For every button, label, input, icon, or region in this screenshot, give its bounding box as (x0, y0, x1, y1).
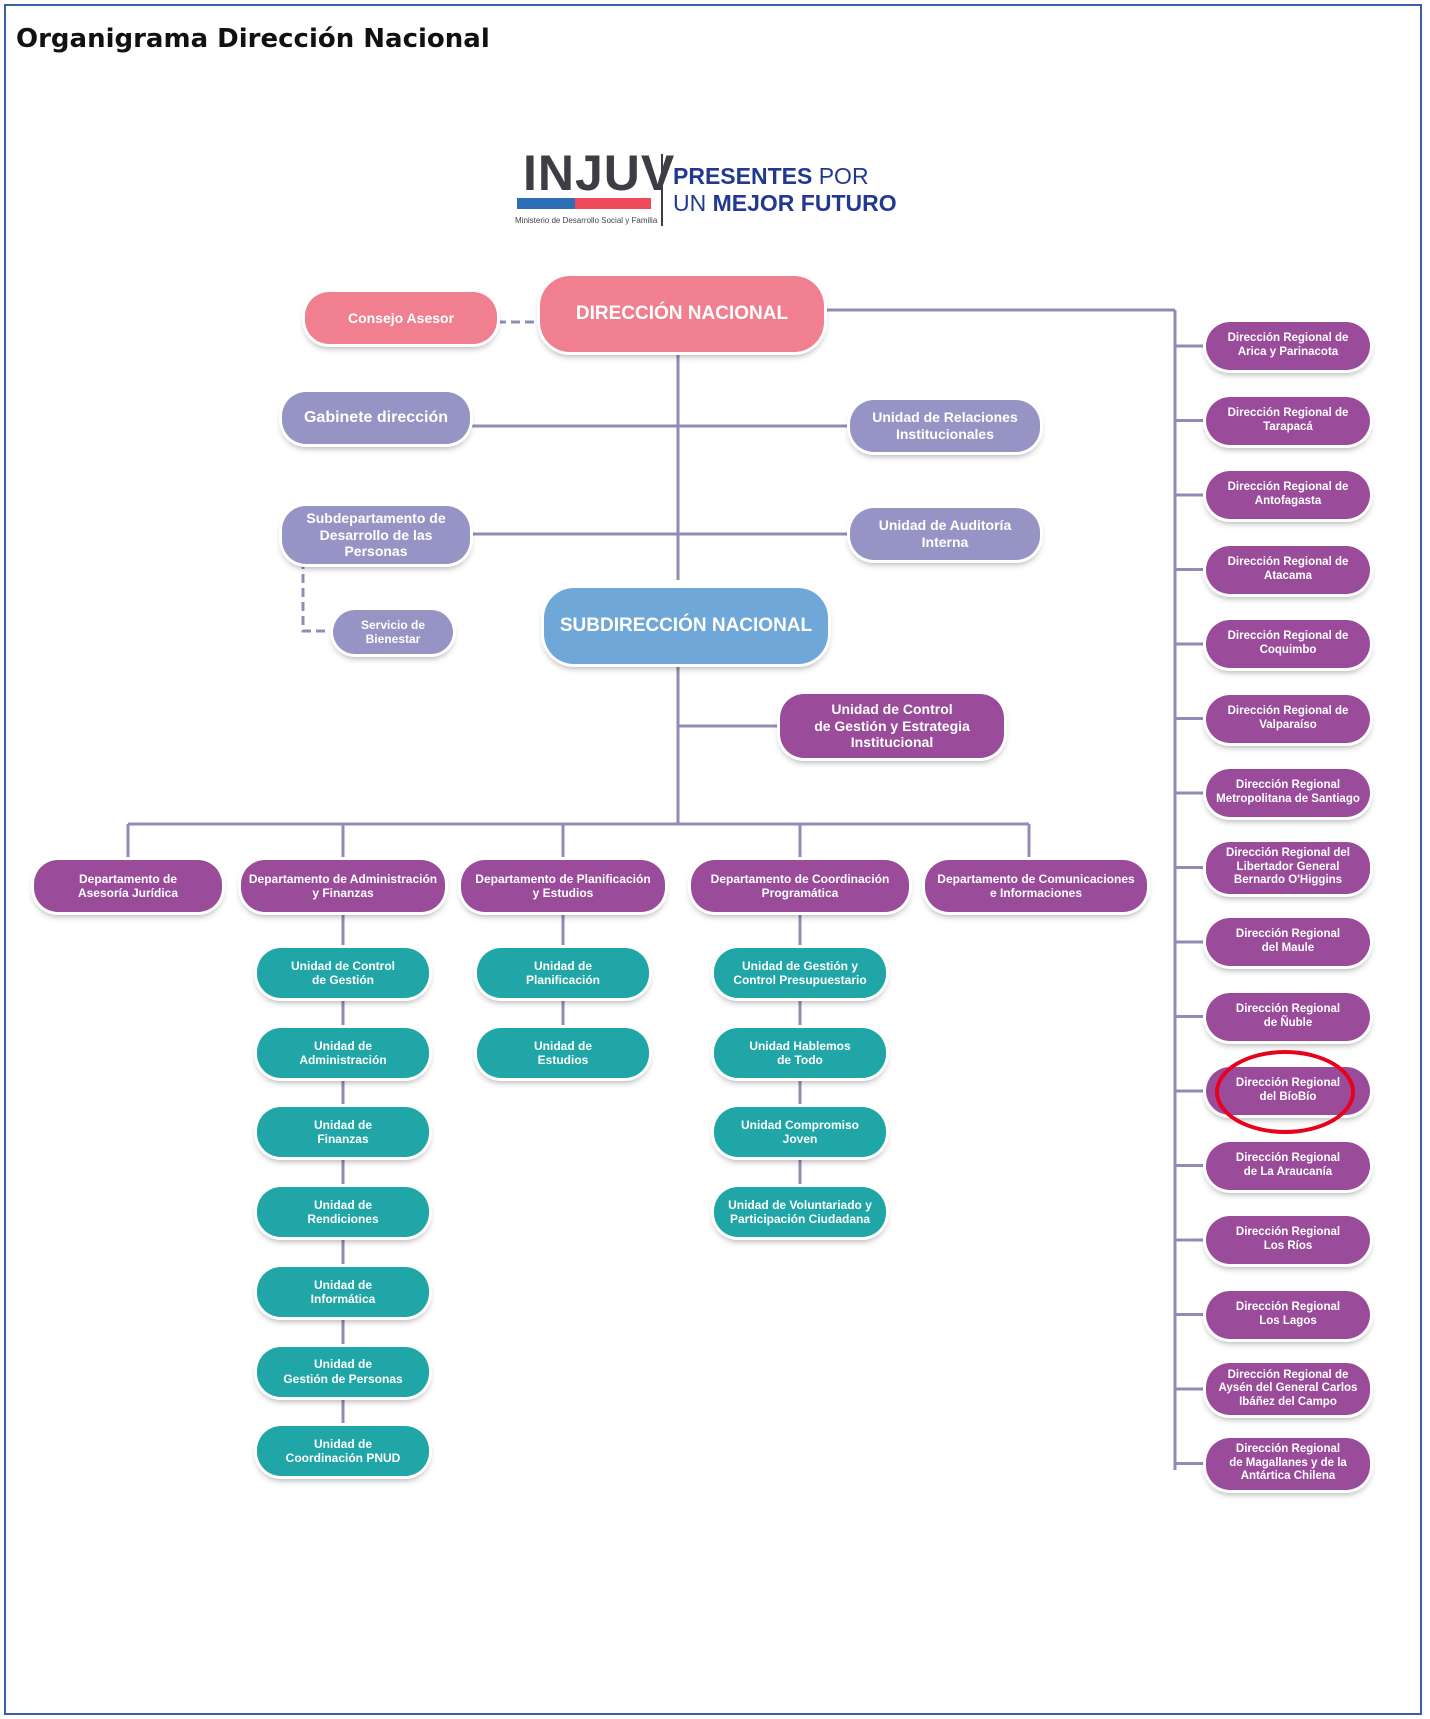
regional-direction-box: Dirección Regional de Aysén del General … (1206, 1363, 1370, 1415)
regional-direction-box: Dirección Regional de Atacama (1206, 545, 1370, 594)
department-box: Departamento de Comunicaciones e Informa… (925, 860, 1147, 912)
unit-box: Unidad de Voluntariado y Participación C… (714, 1187, 886, 1238)
regional-direction-box: Dirección Regional de Valparaíso (1206, 694, 1370, 743)
department-box: Departamento de Planificación y Estudios (461, 860, 665, 912)
regional-direction-box: Dirección Regional del Libertador Genera… (1206, 841, 1370, 894)
unit-box: Unidad de Estudios (477, 1027, 649, 1078)
logo-wordmark: INJUV (523, 145, 676, 201)
servicio-bienestar-box: Servicio de Bienestar (333, 610, 453, 654)
regional-direction-box: Dirección Regional de Magallanes y de la… (1206, 1437, 1370, 1490)
highlight-circle (1215, 1050, 1355, 1134)
subdepartamento-desarrollo-box: Subdepartamento de Desarrollo de las Per… (282, 506, 470, 564)
unit-box: Unidad de Informática (257, 1266, 429, 1317)
regional-direction-box: Dirección Regional de La Araucanía (1206, 1141, 1370, 1190)
regional-direction-box: Dirección Regional Los Ríos (1206, 1216, 1370, 1264)
unit-box: Unidad de Administración (257, 1027, 429, 1078)
unit-box: Unidad Hablemos de Todo (714, 1027, 886, 1078)
regional-direction-box: Dirección Regional de Arica y Parinacota (1206, 322, 1370, 370)
logo-separator (661, 154, 663, 226)
page-frame (4, 4, 1422, 1715)
regional-direction-box: Dirección Regional de Antofagasta (1206, 471, 1370, 519)
unit-box: Unidad de Finanzas (257, 1107, 429, 1158)
consejo-asesor-box: Consejo Asesor (305, 292, 497, 344)
unidad-control-estrategia-box: Unidad de Control de Gestión y Estrategi… (780, 694, 1004, 758)
regional-direction-box: Dirección Regional de Ñuble (1206, 992, 1370, 1041)
unit-box: Unidad Compromiso Joven (714, 1107, 886, 1158)
unidad-auditoria-box: Unidad de Auditoría Interna (850, 508, 1040, 560)
department-box: Departamento de Asesoría Jurídica (34, 860, 222, 912)
logo-flag-bar (517, 198, 651, 209)
injuv-logo: INJUV Ministerio de Desarrollo Social y … (515, 145, 897, 232)
department-box: Departamento de Coordinación Programátic… (691, 860, 909, 912)
unit-box: Unidad de Planificación (477, 948, 649, 998)
unit-box: Unidad de Rendiciones (257, 1187, 429, 1238)
regional-direction-box: Dirección Regional Los Lagos (1206, 1290, 1370, 1339)
unidad-relaciones-box: Unidad de Relaciones Institucionales (850, 400, 1040, 452)
unit-box: Unidad de Gestión de Personas (257, 1346, 429, 1397)
page-title: Organigrama Dirección Nacional (16, 24, 490, 54)
direccion-nacional-box: DIRECCIÓN NACIONAL (540, 276, 824, 352)
gabinete-direccion-box: Gabinete dirección (282, 392, 470, 444)
regional-direction-box: Dirección Regional de Coquimbo (1206, 620, 1370, 668)
unit-box: Unidad de Coordinación PNUD (257, 1426, 429, 1477)
unit-box: Unidad de Gestión y Control Presupuestar… (714, 948, 886, 998)
department-box: Departamento de Administración y Finanza… (241, 860, 445, 912)
subdireccion-nacional-box: SUBDIRECCIÓN NACIONAL (544, 588, 828, 664)
regional-direction-box: Dirección Regional Metropolitana de Sant… (1206, 769, 1370, 817)
logo-ministry: Ministerio de Desarrollo Social y Famili… (515, 216, 658, 225)
regional-direction-box: Dirección Regional de Tarapacá (1206, 396, 1370, 445)
logo-slogan: PRESENTES POR UN MEJOR FUTURO (673, 163, 897, 216)
regional-direction-box: Dirección Regional del Maule (1206, 918, 1370, 966)
unit-box: Unidad de Control de Gestión (257, 948, 429, 998)
